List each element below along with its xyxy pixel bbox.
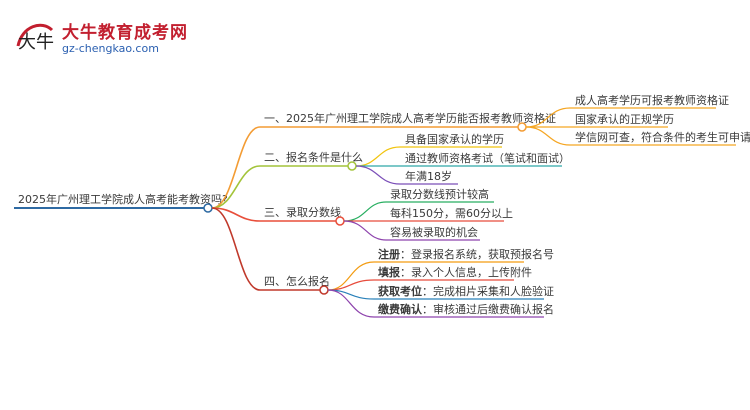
branch-3-connector	[211, 207, 261, 222]
branch-4-node[interactable]	[319, 285, 329, 295]
leaf-3-1-connector	[343, 201, 387, 222]
logo-mark-icon: 大牛	[16, 23, 54, 53]
site-logo[interactable]: 大牛 大牛教育成考网 gz-chengkao.com	[8, 12, 198, 62]
leaf-1-3-label: 学信网可查，符合条件的考生可申请	[575, 130, 750, 144]
leaf-2-3-connector	[355, 165, 401, 185]
branch-2-node[interactable]	[347, 161, 357, 171]
leaf-4-3-label: 获取考位：完成相片采集和人脸验证	[378, 284, 554, 298]
leaf-3-2-label: 每科150分，需60分以上	[390, 206, 513, 220]
logo-url[interactable]: gz-chengkao.com	[62, 42, 159, 55]
leaf-4-3-detail: ：完成相片采集和人脸验证	[422, 284, 554, 298]
leaf-4-1-connector	[327, 261, 375, 291]
logo-mark-text: 大牛	[18, 32, 54, 53]
branch-4-label: 四、怎么报名	[264, 274, 330, 288]
leaf-4-4-detail: ：审核通过后缴费确认报名	[422, 302, 554, 316]
leaf-2-1-label: 具备国家承认的学历	[405, 132, 504, 146]
leaf-4-3-keyword: 获取考位	[378, 284, 422, 298]
branch-1-label: 一、2025年广州理工学院成人高考学历能否报考教师资格证	[264, 111, 556, 125]
root-label: 2025年广州理工学院成人高考能考教资吗?	[18, 192, 228, 206]
branch-2-connector	[211, 165, 261, 209]
leaf-4-1-keyword: 注册	[378, 247, 400, 261]
branch-2-label: 二、报名条件是什么	[264, 150, 363, 164]
leaf-3-3-label: 容易被录取的机会	[390, 225, 478, 239]
leaf-4-2-detail: ：录入个人信息，上传附件	[400, 265, 532, 279]
leaf-4-2-label: 填报：录入个人信息，上传附件	[378, 265, 532, 279]
branch-3-label: 三、录取分数线	[264, 205, 341, 219]
leaf-4-1-detail: ：登录报名系统，获取预报名号	[400, 247, 554, 261]
leaf-1-3-connector	[525, 126, 571, 146]
root-node[interactable]	[203, 203, 213, 213]
leaf-1-2-label: 国家承认的正规学历	[575, 112, 674, 126]
branch-1-connector	[211, 126, 261, 209]
leaf-4-4-keyword: 缴费确认	[378, 302, 423, 316]
branch-4-connector	[211, 207, 261, 291]
leaf-4-1-label: 注册：登录报名系统，获取预报名号	[378, 247, 554, 261]
leaf-1-1-label: 成人高考学历可报考教师资格证	[575, 93, 729, 107]
branch-3-node[interactable]	[335, 216, 345, 226]
leaf-4-4-connector	[327, 289, 375, 318]
leaf-3-1-label: 录取分数线预计较高	[390, 187, 489, 201]
leaf-3-3-connector	[343, 220, 387, 241]
branch-1-node[interactable]	[517, 122, 527, 132]
leaf-4-4-label: 缴费确认：审核通过后缴费确认报名	[378, 302, 554, 316]
leaf-4-2-keyword: 填报	[378, 265, 401, 279]
leaf-2-2-label: 通过教师资格考试（笔试和面试）	[405, 151, 570, 165]
leaf-2-3-label: 年满18岁	[405, 169, 452, 183]
logo-title: 大牛教育成考网	[62, 23, 188, 43]
